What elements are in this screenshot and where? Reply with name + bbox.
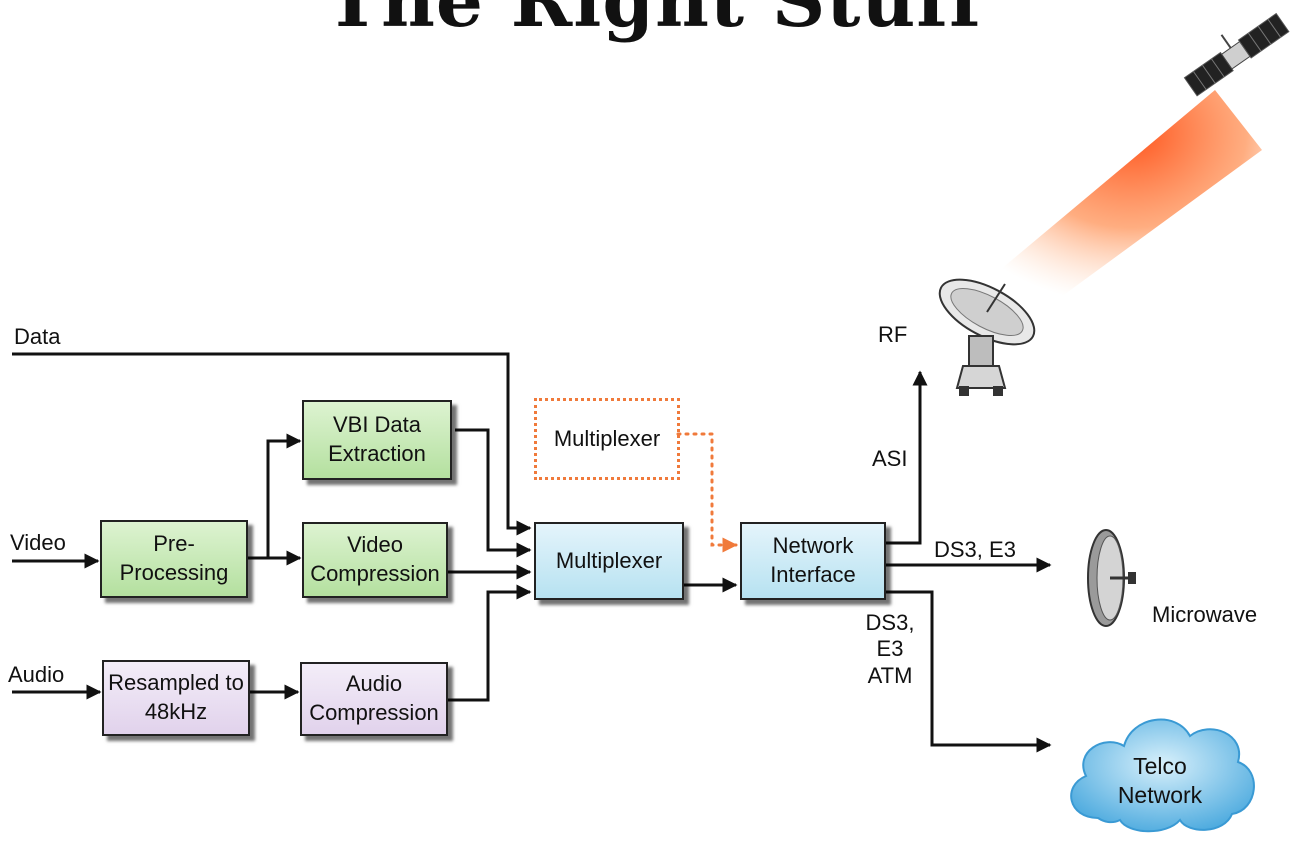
satellite-dish-icon <box>938 278 1036 396</box>
wire-vbi-to-mux <box>455 428 532 558</box>
block-vbi-data-extraction: VBI Data Extraction <box>302 400 452 480</box>
wire-ni-to-telco <box>886 590 1052 753</box>
wire-pre-to-vbi <box>248 433 302 560</box>
input-label-video: Video <box>10 530 66 555</box>
block-network-interface: Network Interface <box>740 522 886 600</box>
output-label-microwave: Microwave <box>1152 602 1258 627</box>
satellite-icon <box>1183 12 1290 97</box>
output-label-asi: ASI <box>872 446 908 471</box>
output-label-atm: ATM <box>867 662 913 688</box>
input-label-audio: Audio <box>8 662 65 687</box>
wire-ac-to-mux <box>448 584 532 702</box>
diagram-title: The Right Stuff <box>325 0 982 44</box>
input-label-data: Data <box>14 324 61 349</box>
output-label-ds3-e3-atm: DS3, E3 ATM <box>860 610 920 689</box>
satellite-beam <box>1000 90 1262 305</box>
block-pre-processing: Pre-Processing <box>100 520 248 598</box>
block-multiplexer: Multiplexer <box>534 522 684 600</box>
block-optional-multiplexer: Multiplexer <box>534 398 680 480</box>
block-video-compression: Video Compression <box>302 522 448 598</box>
output-label-ds3: DS3, <box>865 610 915 635</box>
output-label-rf: RF <box>878 322 908 347</box>
block-resampled-48khz: Resampled to 48kHz <box>102 660 250 736</box>
wire-data <box>12 352 532 536</box>
cloud-icon <box>1070 718 1255 833</box>
wire-optional-mux <box>676 432 738 553</box>
microwave-antenna-icon <box>1087 529 1136 627</box>
output-label-ds3-e3: DS3, E3 <box>934 537 1016 562</box>
output-label-telco-network: Telco Network <box>1117 753 1203 808</box>
output-label-e3: E3 <box>876 636 904 662</box>
wire-ni-to-rf <box>886 370 928 545</box>
block-audio-compression: Audio Compression <box>300 662 448 736</box>
